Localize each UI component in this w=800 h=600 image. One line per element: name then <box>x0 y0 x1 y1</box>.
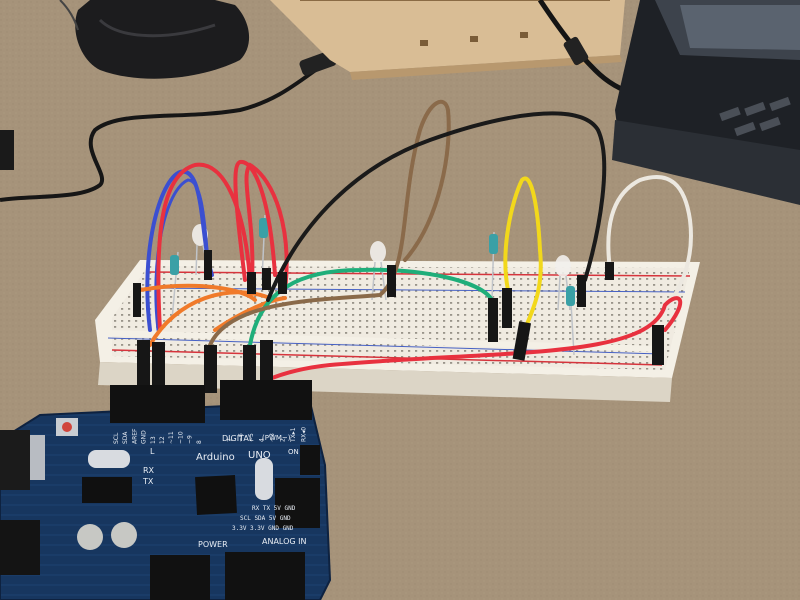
pin-label: 7 <box>227 438 234 442</box>
on-label: ON <box>288 448 299 456</box>
arduino-jumpers <box>137 340 273 393</box>
pin-label: 13 <box>150 436 157 444</box>
jumper-headers <box>133 250 664 365</box>
digital-header-right <box>220 380 312 420</box>
pin-label: AREF <box>131 428 138 444</box>
pin-label: SCL <box>113 432 120 444</box>
pin-label: TX▸1 <box>290 427 297 443</box>
pin-label: ~11 <box>168 431 175 444</box>
wire-brown <box>208 99 451 347</box>
usb-cable <box>0 430 30 490</box>
rx-label: RX <box>143 466 155 475</box>
power-header <box>150 555 210 600</box>
crystal-2 <box>255 458 273 500</box>
cable-end <box>0 130 14 170</box>
pin-label: 2 <box>280 438 287 442</box>
brand-text: Arduino <box>196 452 235 463</box>
mouse-cable <box>0 58 332 202</box>
wire-orange-2 <box>138 283 257 302</box>
wire-red-3 <box>244 162 289 292</box>
pin-label: 4 <box>259 438 266 442</box>
crystal <box>88 450 130 468</box>
wire-red-2 <box>233 160 277 282</box>
computer-mouse <box>59 0 250 79</box>
pin-label: GND <box>141 430 148 444</box>
arduino-board <box>0 380 332 600</box>
icsp-header <box>275 478 320 528</box>
usb-chip <box>82 477 132 503</box>
wire-orange-1 <box>148 290 277 347</box>
wire-yellow <box>503 176 543 347</box>
pwm-label: (PWM~) <box>262 434 291 442</box>
wire-red-1 <box>156 162 252 332</box>
icsp-row-3: 3.3V 3.3V GND GND <box>232 525 294 532</box>
digital-label: DIGITAL <box>222 434 254 443</box>
breadboard <box>95 260 700 402</box>
arduino-silkscreen: Arduino UNO DIGITAL (PWM~) POWER ANALOG … <box>113 427 308 549</box>
wire-orange-3 <box>213 296 287 332</box>
pin-label: ~10 <box>177 431 184 444</box>
analog-label: ANALOG IN <box>262 537 307 546</box>
digital-header-left <box>110 385 205 423</box>
mcu-chip <box>195 474 237 516</box>
icsp-row-1: RX TX 5V GND <box>252 505 296 512</box>
pin-label: ~3 <box>269 433 276 442</box>
resistor-4 <box>566 284 575 356</box>
pin-label: ~5 <box>248 433 255 442</box>
wire-black <box>266 111 607 302</box>
wire-green <box>248 267 494 347</box>
power-label: POWER <box>198 540 228 549</box>
analog-header <box>225 552 305 600</box>
resistor-3 <box>489 231 498 301</box>
pin-label: ~6 <box>238 433 245 442</box>
pin-label: 8 <box>196 440 203 444</box>
model-text: UNO <box>248 450 271 461</box>
l-label: L <box>150 447 155 456</box>
pin-label: 12 <box>159 436 166 444</box>
tx-label: TX <box>142 477 154 486</box>
power-jack <box>0 520 40 575</box>
wooden-box <box>270 0 625 80</box>
laptop <box>612 0 800 205</box>
capacitor-1 <box>77 524 103 550</box>
wire-white <box>606 174 693 312</box>
icsp-row-2: SCL SDA 5V GND <box>240 515 291 522</box>
pin-label: ~9 <box>187 435 194 444</box>
pin-label: RX◂0 <box>301 427 308 442</box>
capacitor-2 <box>111 522 137 548</box>
pin-label: SDA <box>122 431 129 444</box>
